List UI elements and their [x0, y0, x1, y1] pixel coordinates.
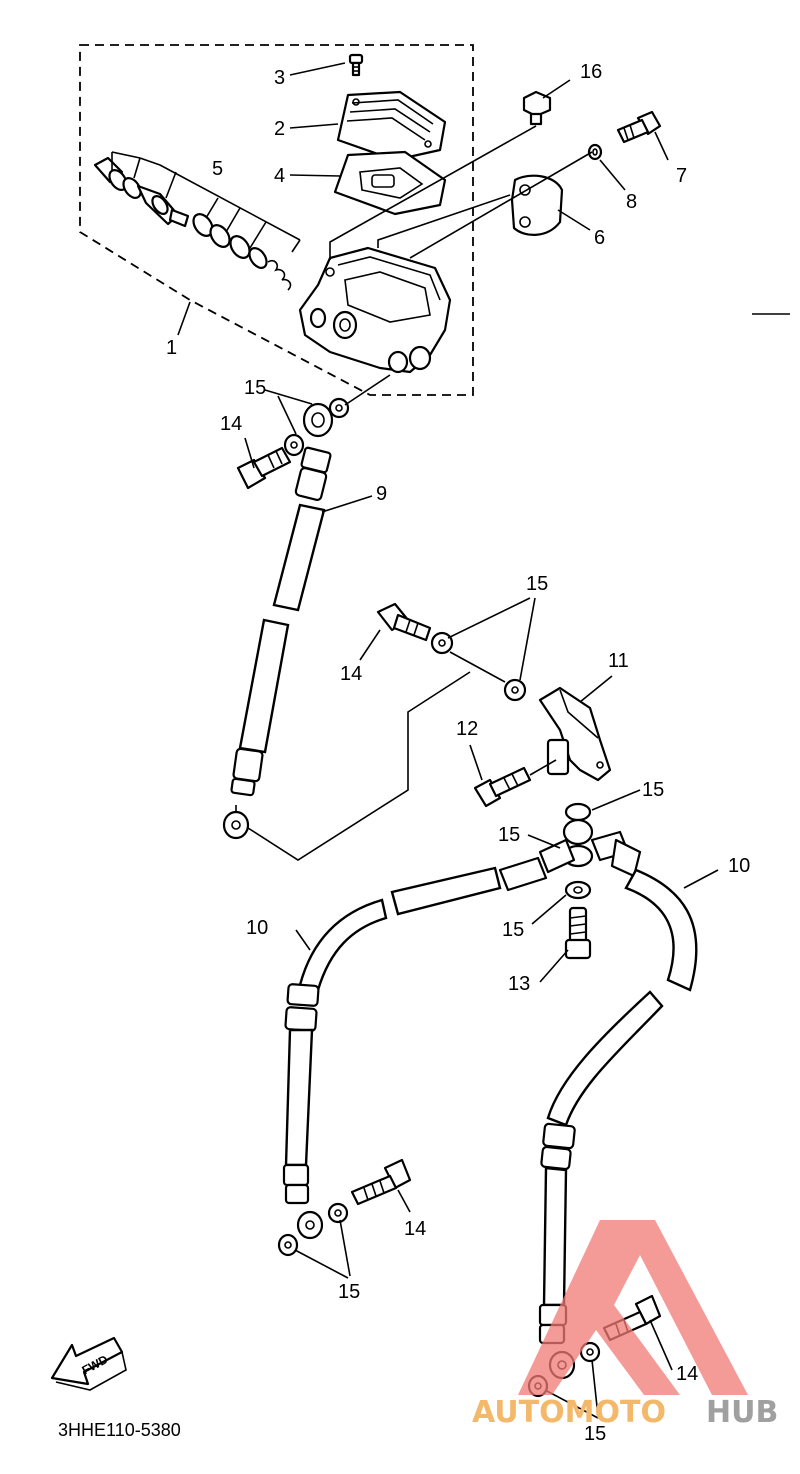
part-label-3: 3 — [274, 67, 285, 89]
leader-lines-lower — [244, 389, 719, 1419]
part-label-10b: 10 — [246, 917, 268, 939]
watermark-text-b: HUB — [706, 1395, 778, 1430]
washer-part-8 — [587, 143, 603, 161]
watermark-logo — [518, 1220, 748, 1395]
forward-arrow: FWD — [50, 1336, 127, 1391]
diagram-code: 3HHE110-5380 — [58, 1420, 181, 1440]
part-label-6: 6 — [594, 227, 605, 249]
leader-lines-top — [177, 62, 790, 336]
part-label-10a: 10 — [728, 855, 750, 877]
part-label-15b: 15 — [526, 573, 548, 595]
brake-hose-part-9 — [222, 446, 332, 840]
part-label-15d: 15 — [498, 824, 520, 846]
part-label-15f: 15 — [338, 1281, 360, 1303]
brake-hose-part-10-left — [277, 866, 502, 1257]
part-label-11: 11 — [608, 650, 629, 672]
part-label-15e: 15 — [502, 919, 524, 941]
part-label-4: 4 — [274, 165, 285, 187]
part-label-15g: 15 — [584, 1423, 606, 1445]
watermark-text-a: AUTOMOTO — [472, 1395, 666, 1430]
part-label-15a: 15 — [244, 377, 266, 399]
part-label-1: 1 — [166, 337, 177, 359]
part-label-15c: 15 — [642, 779, 664, 801]
diaphragm-part-4 — [333, 150, 447, 216]
bolt-part-7 — [616, 110, 662, 144]
assembly-boundary — [79, 44, 474, 396]
part-label-14c: 14 — [404, 1218, 426, 1240]
part-label-7: 7 — [676, 165, 687, 187]
part-label-13: 13 — [508, 973, 530, 995]
part-label-9: 9 — [376, 483, 387, 505]
three-way-joint — [498, 802, 642, 960]
part-label-14a: 14 — [220, 413, 242, 435]
part-label-5: 5 — [212, 158, 223, 180]
master-cylinder-body-part-1 — [298, 246, 452, 374]
part-label-8: 8 — [626, 191, 637, 213]
part-label-14d: 14 — [676, 1363, 698, 1385]
part-label-16: 16 — [580, 61, 602, 83]
bolt-part-14-lower-left — [350, 1158, 412, 1206]
bolt-part-14-upper — [236, 446, 292, 490]
banjo-fitting-upper — [283, 374, 391, 457]
part-label-14b: 14 — [340, 663, 362, 685]
reservoir-cap-part-2 — [336, 90, 447, 162]
part-label-2: 2 — [274, 118, 285, 140]
part-label-12: 12 — [456, 718, 478, 740]
bolt-part-14-middle — [247, 602, 527, 861]
part-labels: 1 2 3 4 5 6 7 8 9 10 10 11 12 13 14 14 1… — [166, 61, 750, 1445]
screw-part-3 — [348, 53, 364, 77]
bolt-part-12 — [473, 759, 557, 808]
piston-kit-part-5 — [93, 151, 301, 291]
joint-bracket-part-11 — [538, 686, 612, 782]
automotohub-watermark: AUTOMOTO HUB — [472, 1220, 778, 1430]
